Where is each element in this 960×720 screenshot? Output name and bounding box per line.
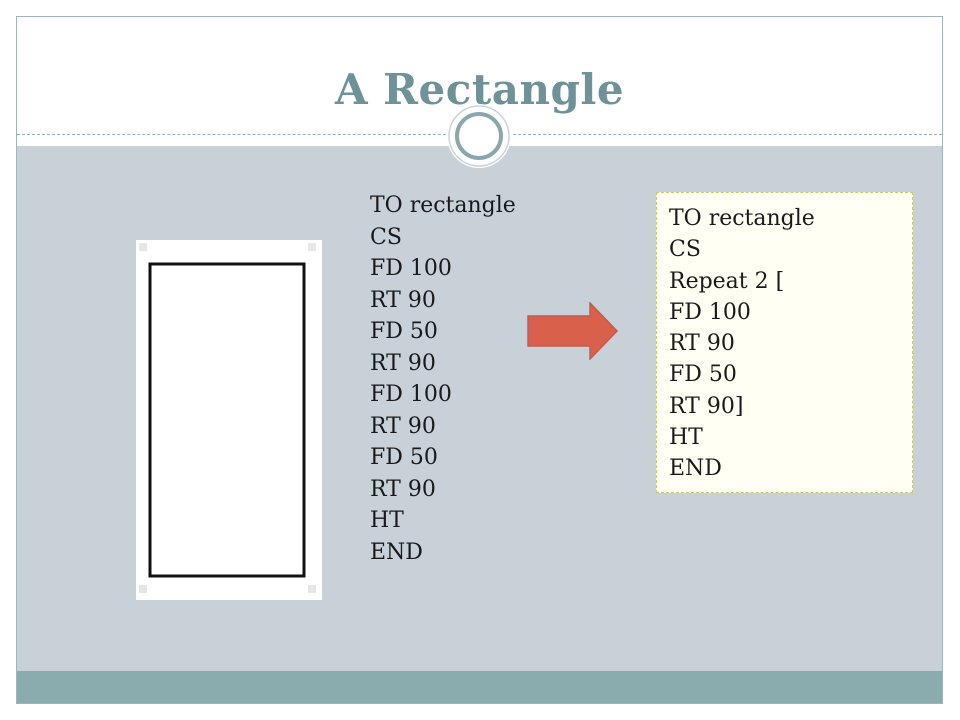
code_left-line: FD 50 bbox=[370, 319, 438, 344]
code_right-line: TO rectangle bbox=[669, 206, 815, 231]
code_right-line: END bbox=[669, 456, 722, 482]
code_left-line: CS bbox=[370, 224, 402, 250]
footer-band bbox=[17, 671, 942, 703]
ring-ornament-icon bbox=[447, 104, 511, 168]
code_right-line: HT bbox=[669, 425, 703, 451]
code_left-line: RT 90 bbox=[370, 413, 436, 439]
code_right-line: RT 90 bbox=[669, 331, 735, 357]
code_right-line: CS bbox=[669, 237, 701, 263]
right-arrow-icon bbox=[527, 302, 619, 360]
code_right-line: RT 90] bbox=[669, 393, 744, 419]
code_left-line: RT 90 bbox=[370, 350, 436, 376]
code_left-line: TO rectangle bbox=[370, 193, 516, 218]
code_left-line: FD 100 bbox=[370, 256, 452, 281]
code_left-line: RT 90 bbox=[370, 287, 436, 313]
rectangle-drawing bbox=[136, 240, 322, 600]
code_right-line: Repeat 2 [ bbox=[669, 268, 785, 294]
code_left-line: END bbox=[370, 539, 423, 565]
code_right-line: FD 100 bbox=[669, 299, 751, 325]
code_left-line: HT bbox=[370, 508, 404, 533]
code_left-line: FD 100 bbox=[370, 382, 452, 407]
code_right-line: FD 50 bbox=[669, 362, 737, 388]
code_left-line: RT 90 bbox=[370, 476, 436, 502]
code_left-line: FD 50 bbox=[370, 445, 438, 470]
